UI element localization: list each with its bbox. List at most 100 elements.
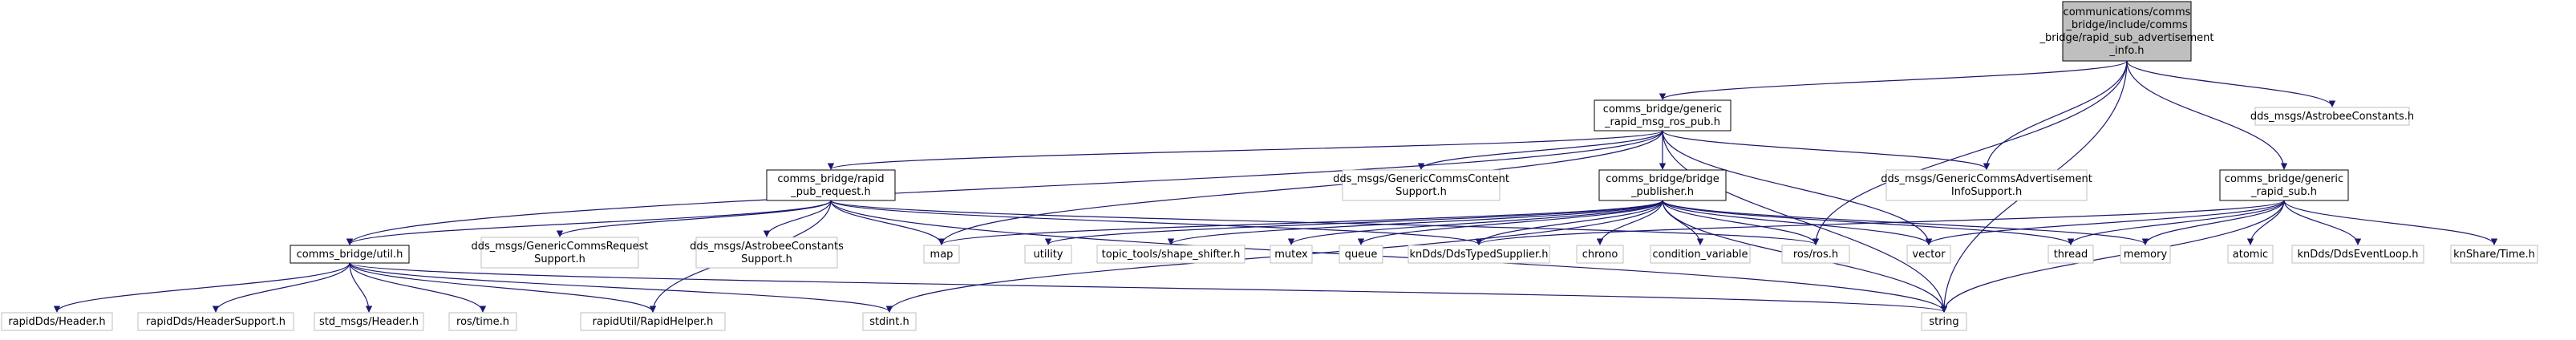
edge-util-to-stdint [349,262,893,313]
node-utility: utility [1024,245,1072,264]
node-label: memory [2124,249,2168,261]
node-box [766,169,896,201]
node-box [1921,312,1967,331]
node-rapid_header: rapidDds/Header.h [1,312,113,331]
edge-generic_sub-to-atomic [2246,200,2285,245]
node-label: dds_msgs/GenericCommsAdvertisement [1881,173,2092,185]
node-string: string [1921,312,1967,331]
node-box [1407,245,1550,264]
edge-bridge_pub-to-mutex [1287,200,1663,245]
node-label: knShare/Time.h [2453,249,2535,261]
edge-rapid_pub_req-to-ros_h [830,200,1819,245]
node-label: _publisher.h [1630,186,1694,198]
node-label: thread [2054,249,2088,261]
node-box [695,237,838,269]
edge-generic_pub-to-content_support [1417,130,1663,170]
node-label: comms_bridge/util.h [297,249,403,261]
node-label: stdint.h [869,316,909,328]
node-label: dds_msgs/AstrobeeConstants.h [2250,111,2414,123]
node-box [1339,245,1383,264]
node-label: chrono [1582,249,1618,261]
node-rapid_header_support: rapidDds/HeaderSupport.h [137,312,294,331]
node-generic_pub[interactable]: comms_bridge/generic_rapid_msg_ros_pub.h [1594,99,1732,132]
node-std_header: std_msgs/Header.h [314,312,424,331]
node-bridge_pub[interactable]: comms_bridge/bridge_publisher.h [1598,169,1727,201]
edge-rapid_pub_req-to-dds_typed [830,200,1482,245]
node-label: InfoSupport.h [1951,186,2022,198]
node-memory: memory [2120,245,2171,264]
edge-generic_sub-to-event_loop [2283,200,2362,245]
node-label: Support.h [534,253,585,265]
edge-bridge_pub-to-vector [1662,200,1933,245]
edge-root-to-generic_pub [1659,60,2128,100]
edge-generic_pub-to-rapid_pub_req [828,130,1663,170]
edge-bridge_pub-to-ros_h [1662,200,1820,245]
node-event_loop: knDds/DdsEventLoop.h [2291,245,2424,264]
edge-util-to-string [349,262,1947,313]
node-box [137,312,294,331]
node-root[interactable]: communications/comms_bridge/include/comm… [2039,1,2214,62]
node-label: comms_bridge/bridge [1606,173,1719,185]
node-label: comms_bridge/generic [1603,103,1722,115]
node-generic_sub[interactable]: comms_bridge/generic_rapid_sub.h [2219,169,2349,201]
node-rapid_pub_req[interactable]: comms_bridge/rapid_pub_request.h [766,169,896,201]
node-box [1342,169,1501,201]
node-box [2227,245,2274,264]
edge-util-to-std_header [349,262,373,313]
edge-generic_pub-to-map [938,130,1663,245]
node-label: mutex [1274,249,1308,261]
edge-bridge_pub-to-chrono [1596,200,1663,245]
node-label: topic_tools/shape_shifter.h [1102,249,1241,261]
node-box [2047,245,2094,264]
edge-rapid_pub_req-to-map [830,200,946,245]
edge-generic_sub-to-thread [2067,200,2285,245]
edge-root-to-ros_h [1812,60,2128,245]
node-astrobee_top: dds_msgs/AstrobeeConstants.h [2250,107,2414,126]
node-box [1594,99,1732,132]
node-label: Support.h [741,253,792,265]
node-label: string [1929,316,1958,328]
node-label: _rapid_msg_ros_pub.h [1604,116,1720,128]
edge-bridge_pub-to-shape_shifter [1167,200,1663,245]
node-label: std_msgs/Header.h [319,316,419,328]
node-label: queue [1345,249,1378,261]
edge-rapid_pub_req-to-util [346,200,832,245]
node-util[interactable]: comms_bridge/util.h [290,245,410,264]
node-knshare_time: knShare/Time.h [2450,245,2538,264]
edge-root-to-astrobee_top [2126,60,2336,107]
edge-generic_sub-to-vector [1925,200,2285,245]
node-box [2450,245,2538,264]
edge-rapid_pub_req-to-string [830,200,1948,313]
node-label: dds_msgs/GenericCommsRequest [472,241,649,253]
node-box [290,245,410,264]
edge-util-to-rapid_header [53,262,350,313]
node-label: ros/time.h [456,316,509,328]
node-label: ros/ros.h [1793,249,1838,261]
node-queue: queue [1339,245,1383,264]
node-box [1885,169,2088,201]
node-label: _bridge/include/comms [2065,19,2187,31]
edge-bridge_pub-to-memory [1662,200,2149,245]
node-label: atomic [2233,249,2268,261]
node-box [2062,1,2192,62]
edge-util-to-ros_time [349,262,487,313]
node-adv_info_support: dds_msgs/GenericCommsAdvertisementInfoSu… [1881,169,2092,201]
edge-bridge_pub-to-utility [1045,200,1663,245]
node-ros_h: ros/ros.h [1781,245,1850,264]
node-label: _bridge/rapid_sub_advertisement [2039,32,2213,44]
node-mutex: mutex [1270,245,1313,264]
edge-util-to-rapid_helper [349,262,657,313]
edge-rapid_pub_req-to-request_support [556,200,832,237]
edge-bridge_pub-to-map [938,200,1663,245]
node-box [314,312,424,331]
node-map: map [923,245,960,264]
node-box [448,312,517,331]
node-label: Support.h [1395,186,1447,198]
node-shape_shifter: topic_tools/shape_shifter.h [1096,245,1245,264]
node-atomic: atomic [2227,245,2274,264]
node-box [1096,245,1245,264]
node-ros_time: ros/time.h [448,312,517,331]
